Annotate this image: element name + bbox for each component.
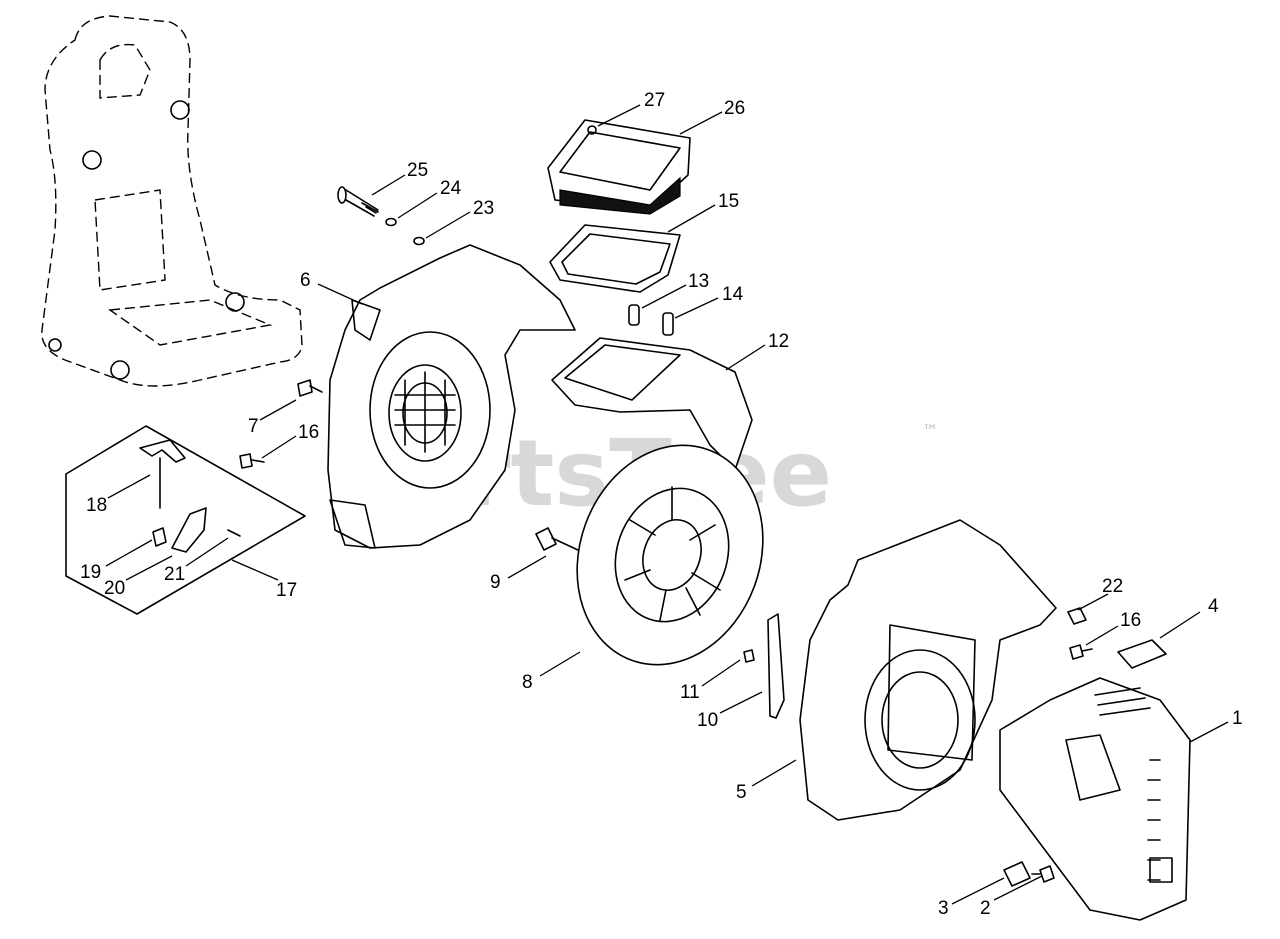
callout-11: 11 <box>680 682 700 703</box>
callout-7: 7 <box>248 416 259 437</box>
part-10-plate <box>767 613 785 719</box>
part-1-cover <box>999 677 1191 921</box>
watermark-trademark: ™ <box>922 421 938 440</box>
backplate-frame <box>41 15 303 387</box>
part-15-gasket <box>549 224 681 293</box>
callout-9: 9 <box>490 572 501 593</box>
leader-lines <box>105 104 1229 905</box>
part-4-label <box>1117 639 1167 669</box>
part-27-ball <box>587 125 597 135</box>
callout-8: 8 <box>522 672 533 693</box>
part-17-harness-kit <box>65 425 306 615</box>
callout-23: 23 <box>473 198 494 219</box>
callout-26: 26 <box>724 98 745 119</box>
callout-6: 6 <box>300 270 311 291</box>
callout-15: 15 <box>718 191 739 212</box>
part-26-filter <box>547 119 691 215</box>
callout-17: 17 <box>276 580 297 601</box>
callout-12: 12 <box>768 331 789 352</box>
callout-10: 10 <box>697 710 718 731</box>
callout-13: 13 <box>688 271 709 292</box>
callout-19: 19 <box>80 562 101 583</box>
callout-14: 14 <box>722 284 744 305</box>
part-8-impeller <box>576 444 764 666</box>
part-16-screw <box>239 453 265 469</box>
part-6-fan-housing <box>327 244 576 549</box>
callout-labels: 27 26 25 24 23 15 6 13 14 12 7 16 18 19 … <box>80 90 1243 919</box>
part-22-nut <box>1067 607 1087 625</box>
callout-4: 4 <box>1208 596 1219 617</box>
callout-2: 2 <box>980 898 991 919</box>
part-13-pin <box>628 304 640 326</box>
part-23-washer <box>413 236 425 246</box>
callout-25: 25 <box>407 160 428 181</box>
part-5-fan-case <box>799 519 1057 821</box>
callout-16-a: 16 <box>298 422 319 443</box>
part-3-clip <box>1003 861 1031 887</box>
callout-24: 24 <box>440 178 462 199</box>
part-9-bolt <box>535 527 579 551</box>
part-14-pin <box>662 312 674 336</box>
part-2-screw <box>1031 865 1055 883</box>
callout-3: 3 <box>938 898 949 919</box>
part-25-bolt <box>337 186 379 217</box>
part-7-screw <box>297 379 323 397</box>
callout-20: 20 <box>104 578 125 599</box>
callout-1: 1 <box>1232 708 1243 729</box>
callout-22: 22 <box>1102 576 1123 597</box>
callout-18: 18 <box>86 495 107 516</box>
part-24-clip <box>385 217 397 227</box>
part-11-screw <box>743 649 755 663</box>
callout-5: 5 <box>736 782 747 803</box>
part-16b-screw <box>1069 644 1093 660</box>
callout-27: 27 <box>644 90 665 111</box>
callout-16-b: 16 <box>1120 610 1141 631</box>
callout-21: 21 <box>164 564 185 585</box>
